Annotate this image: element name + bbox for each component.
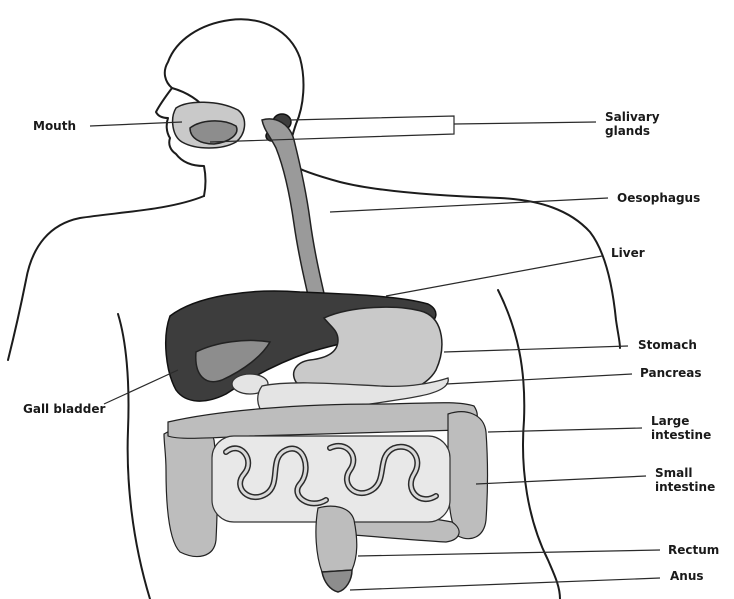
salivary-glands-bracket bbox=[210, 116, 454, 142]
label-rectum: Rectum bbox=[668, 543, 719, 557]
anus bbox=[322, 570, 352, 592]
large-intestine-leader bbox=[488, 428, 642, 432]
liver-leader bbox=[386, 256, 602, 296]
rectum bbox=[316, 506, 357, 572]
label-gall-bladder: Gall bladder bbox=[23, 402, 105, 416]
label-mouth: Mouth bbox=[33, 119, 76, 133]
salivary-glands-leader bbox=[454, 122, 596, 124]
small-intestine-leader bbox=[476, 476, 646, 484]
oesophagus-tube bbox=[262, 119, 326, 304]
label-oesophagus: Oesophagus bbox=[617, 191, 700, 205]
label-liver: Liver bbox=[611, 246, 645, 260]
label-small-intestine: Small intestine bbox=[655, 466, 727, 494]
label-large-intestine: Large intestine bbox=[651, 414, 727, 442]
label-pancreas: Pancreas bbox=[640, 366, 702, 380]
label-stomach: Stomach bbox=[638, 338, 697, 352]
transverse-colon bbox=[168, 403, 477, 439]
oesophagus-leader bbox=[330, 198, 608, 212]
mouth-leader bbox=[90, 122, 182, 126]
pancreas-leader bbox=[446, 374, 632, 384]
left-torso-side bbox=[118, 314, 150, 599]
ascending-colon bbox=[164, 426, 217, 556]
stomach-leader bbox=[444, 346, 628, 352]
label-anus: Anus bbox=[670, 569, 704, 583]
rectum-leader bbox=[358, 550, 660, 556]
anus-leader bbox=[350, 578, 660, 590]
label-salivary-glands: Salivary glands bbox=[605, 110, 675, 138]
descending-colon bbox=[448, 412, 488, 539]
gall-bladder-leader bbox=[104, 370, 178, 404]
